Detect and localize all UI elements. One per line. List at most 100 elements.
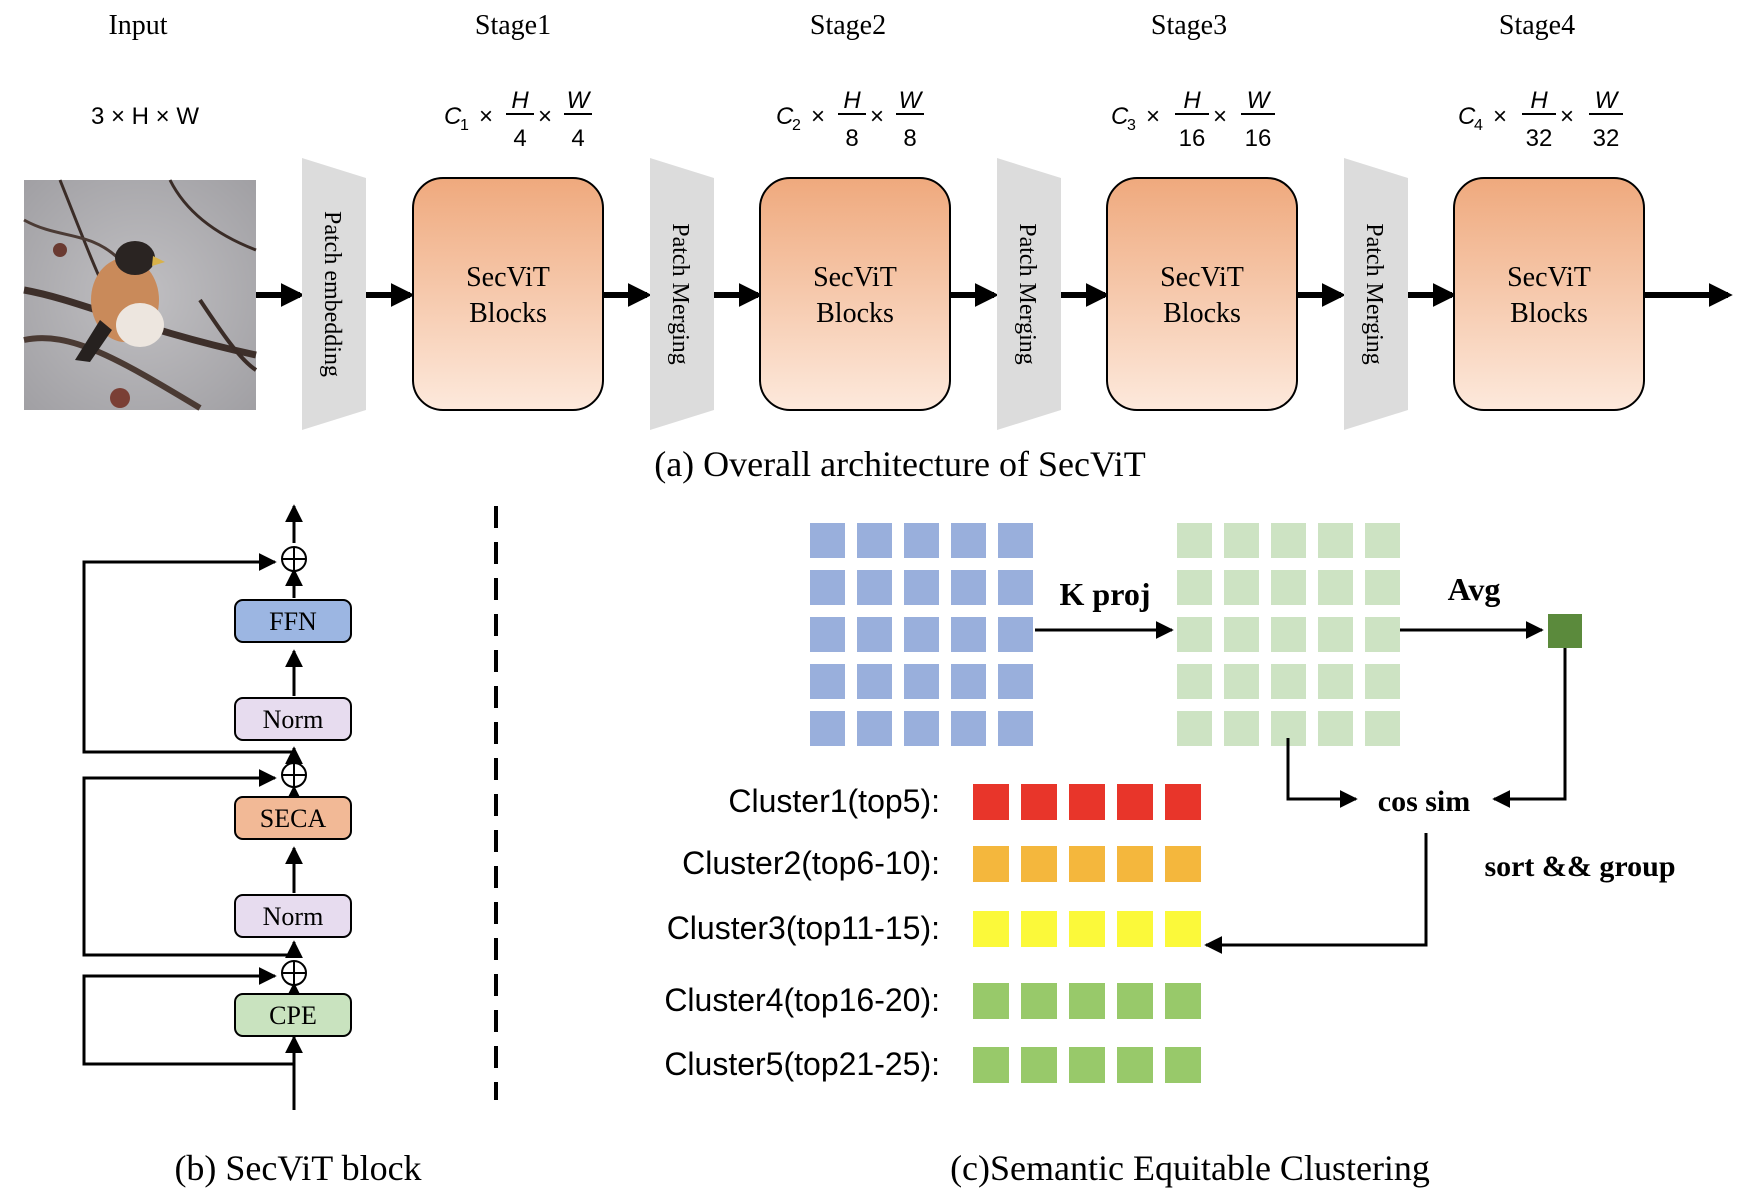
- clustering-diagram: K proj Avg cos sim sort && group Cluster…: [664, 523, 1676, 1188]
- green-token: [1177, 570, 1212, 605]
- blue-token: [810, 570, 845, 605]
- blue-token: [904, 570, 939, 605]
- cluster-token: [1069, 1047, 1105, 1083]
- green-token: [1177, 711, 1212, 746]
- arrow-keys-to-cossim: [1286, 738, 1358, 808]
- blue-token: [998, 570, 1033, 605]
- blue-token: [951, 617, 986, 652]
- stage-2-w: W: [899, 87, 924, 114]
- cluster-token: [1117, 784, 1153, 820]
- cluster-token: [1021, 983, 1057, 1019]
- cluster-token: [973, 911, 1009, 947]
- stage-1-h: H: [511, 87, 529, 114]
- cluster-token: [1069, 983, 1105, 1019]
- stage-1-block-line1: SecViT: [466, 262, 550, 293]
- token-grid-blue: [810, 523, 1033, 746]
- stage-4-title: Stage4: [1499, 10, 1575, 41]
- secvit-block-nodes: FFN Norm SECA Norm CPE: [234, 546, 352, 1037]
- avg-label: Avg: [1448, 571, 1501, 607]
- cluster-token: [1021, 846, 1057, 882]
- arrow-sort-group: [1204, 833, 1428, 954]
- cluster-label: Cluster2(top6-10):: [682, 845, 940, 881]
- green-token: [1224, 711, 1259, 746]
- cluster-token: [1069, 784, 1105, 820]
- stage-1-times-2: ×: [538, 103, 552, 130]
- green-token: [1318, 570, 1353, 605]
- stage-3-h: H: [1183, 87, 1201, 114]
- stage-3-block: [1106, 177, 1298, 411]
- add-icon-bottom: [281, 960, 307, 986]
- cluster-token: [1165, 1047, 1201, 1083]
- patch-merging-2: Patch Merging: [997, 158, 1061, 430]
- cluster-token: [973, 1047, 1009, 1083]
- stage-2-h-den: 8: [845, 125, 858, 152]
- stage-1-c: C: [444, 103, 462, 130]
- cluster-label: Cluster5(top21-25):: [664, 1046, 940, 1082]
- stage-4-times-1: ×: [1493, 103, 1507, 130]
- stage-4-h: H: [1530, 87, 1548, 114]
- stage-4: Stage4 C 4 × H 32 × W 32 SecViT Blocks: [1453, 10, 1645, 411]
- stage-4-times-2: ×: [1560, 103, 1574, 130]
- arrow-avg-to-cossim: [1492, 648, 1567, 808]
- blue-token: [857, 617, 892, 652]
- avg-token: [1548, 614, 1582, 648]
- blue-token: [810, 711, 845, 746]
- stage-4-block-line1: SecViT: [1507, 262, 1591, 293]
- stage-1-c-sub: 1: [460, 117, 469, 134]
- blue-token: [810, 664, 845, 699]
- cpe-box: [234, 993, 352, 1037]
- green-token: [1365, 664, 1400, 699]
- input-bird-image: [23, 179, 258, 411]
- green-token: [1365, 617, 1400, 652]
- stage-4-block-line2: Blocks: [1510, 298, 1588, 329]
- green-token: [1271, 664, 1306, 699]
- stage-1-shape: C 1 × H 4 × W 4: [444, 87, 592, 152]
- green-token: [1318, 711, 1353, 746]
- green-token: [1224, 523, 1259, 558]
- cluster-token: [1021, 1047, 1057, 1083]
- cluster-token: [973, 846, 1009, 882]
- stage-4-block: [1453, 177, 1645, 411]
- stage-3-w: W: [1247, 87, 1272, 114]
- key-grid-green: [1177, 523, 1400, 746]
- stage-2-h: H: [843, 87, 861, 114]
- secvit-block-diagram: [82, 504, 303, 1110]
- blue-token: [904, 523, 939, 558]
- blue-token: [857, 711, 892, 746]
- stage-3-title: Stage3: [1151, 10, 1227, 41]
- stage-4-w-den: 32: [1593, 125, 1620, 152]
- green-token: [1177, 523, 1212, 558]
- cluster-label: Cluster1(top5):: [728, 783, 940, 819]
- stage-3-shape: C 3 × H 16 × W 16: [1111, 87, 1275, 152]
- stage-3-w-den: 16: [1245, 125, 1272, 152]
- stage-2-times-2: ×: [870, 103, 884, 130]
- stage-2-block-line1: SecViT: [813, 262, 897, 293]
- cluster-token: [1165, 846, 1201, 882]
- stage-2-title: Stage2: [810, 10, 886, 41]
- overall-architecture: Input 3 × H × W Patch embedding: [23, 10, 1733, 484]
- green-token: [1365, 523, 1400, 558]
- cluster-token: [1165, 911, 1201, 947]
- stage-4-c-sub: 4: [1474, 117, 1483, 134]
- norm-top-box: [234, 697, 352, 741]
- green-token: [1318, 523, 1353, 558]
- blue-token: [951, 570, 986, 605]
- green-token: [1177, 617, 1212, 652]
- stage-1-title: Stage1: [475, 10, 551, 41]
- blue-token: [951, 664, 986, 699]
- stage-3-c: C: [1111, 103, 1129, 130]
- blue-token: [857, 664, 892, 699]
- caption-a: (a) Overall architecture of SecViT: [654, 444, 1146, 484]
- cpe-label: CPE: [269, 1001, 317, 1030]
- stage-3-times-2: ×: [1213, 103, 1227, 130]
- add-icon-top: [281, 546, 307, 572]
- stage-3: Stage3 C 3 × H 16 × W 16 SecViT Blocks: [1106, 10, 1298, 411]
- blue-token: [951, 711, 986, 746]
- seca-box: [234, 796, 352, 840]
- stage-3-block-line2: Blocks: [1163, 298, 1241, 329]
- cluster-token: [973, 784, 1009, 820]
- cluster-label: Cluster4(top16-20):: [664, 982, 940, 1018]
- stage-4-shape: C 4 × H 32 × W 32: [1458, 87, 1623, 152]
- cluster-token: [973, 983, 1009, 1019]
- stage-1-times-1: ×: [479, 103, 493, 130]
